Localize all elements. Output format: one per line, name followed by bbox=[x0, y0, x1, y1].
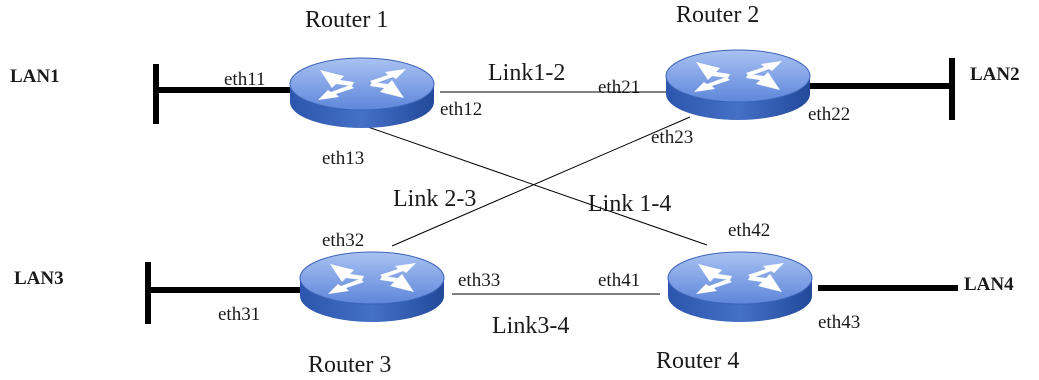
eth43-label: eth43 bbox=[818, 312, 860, 333]
lan3-label: LAN3 bbox=[14, 268, 64, 289]
lan3-segment bbox=[145, 262, 302, 324]
eth31-label: eth31 bbox=[218, 304, 260, 325]
link-2-3-label: Link 2-3 bbox=[393, 186, 476, 212]
lan2-segment bbox=[806, 58, 955, 120]
eth21-label: eth21 bbox=[598, 77, 640, 98]
router-3-icon[interactable] bbox=[299, 251, 445, 323]
eth33-label: eth33 bbox=[458, 270, 500, 291]
router-1-label: Router 1 bbox=[305, 7, 388, 33]
eth22-label: eth22 bbox=[808, 104, 850, 125]
eth42-label: eth42 bbox=[728, 220, 770, 241]
lan1-segment bbox=[153, 64, 290, 124]
router-2-icon[interactable] bbox=[665, 49, 811, 121]
router-3-label: Router 3 bbox=[308, 352, 391, 378]
eth13-label: eth13 bbox=[322, 148, 364, 169]
eth12-label: eth12 bbox=[440, 99, 482, 120]
router-1-icon[interactable] bbox=[289, 57, 435, 129]
link-1-4-label: Link 1-4 bbox=[588, 191, 671, 217]
link-3-4-label: Link3-4 bbox=[492, 313, 569, 339]
eth32-label: eth32 bbox=[322, 230, 364, 251]
link-1-4-line bbox=[367, 126, 708, 246]
link-1-2-label: Link1-2 bbox=[488, 60, 565, 86]
router-4-icon[interactable] bbox=[667, 251, 813, 323]
eth41-label: eth41 bbox=[598, 270, 640, 291]
router-4-label: Router 4 bbox=[656, 348, 739, 374]
eth23-label: eth23 bbox=[651, 127, 693, 148]
lan1-label: LAN1 bbox=[10, 66, 60, 87]
link-2-3-line bbox=[391, 116, 691, 247]
router-2-label: Router 2 bbox=[676, 2, 759, 28]
eth11-label: eth11 bbox=[224, 69, 266, 90]
lan2-label: LAN2 bbox=[970, 64, 1020, 85]
lan4-label: LAN4 bbox=[964, 274, 1014, 295]
